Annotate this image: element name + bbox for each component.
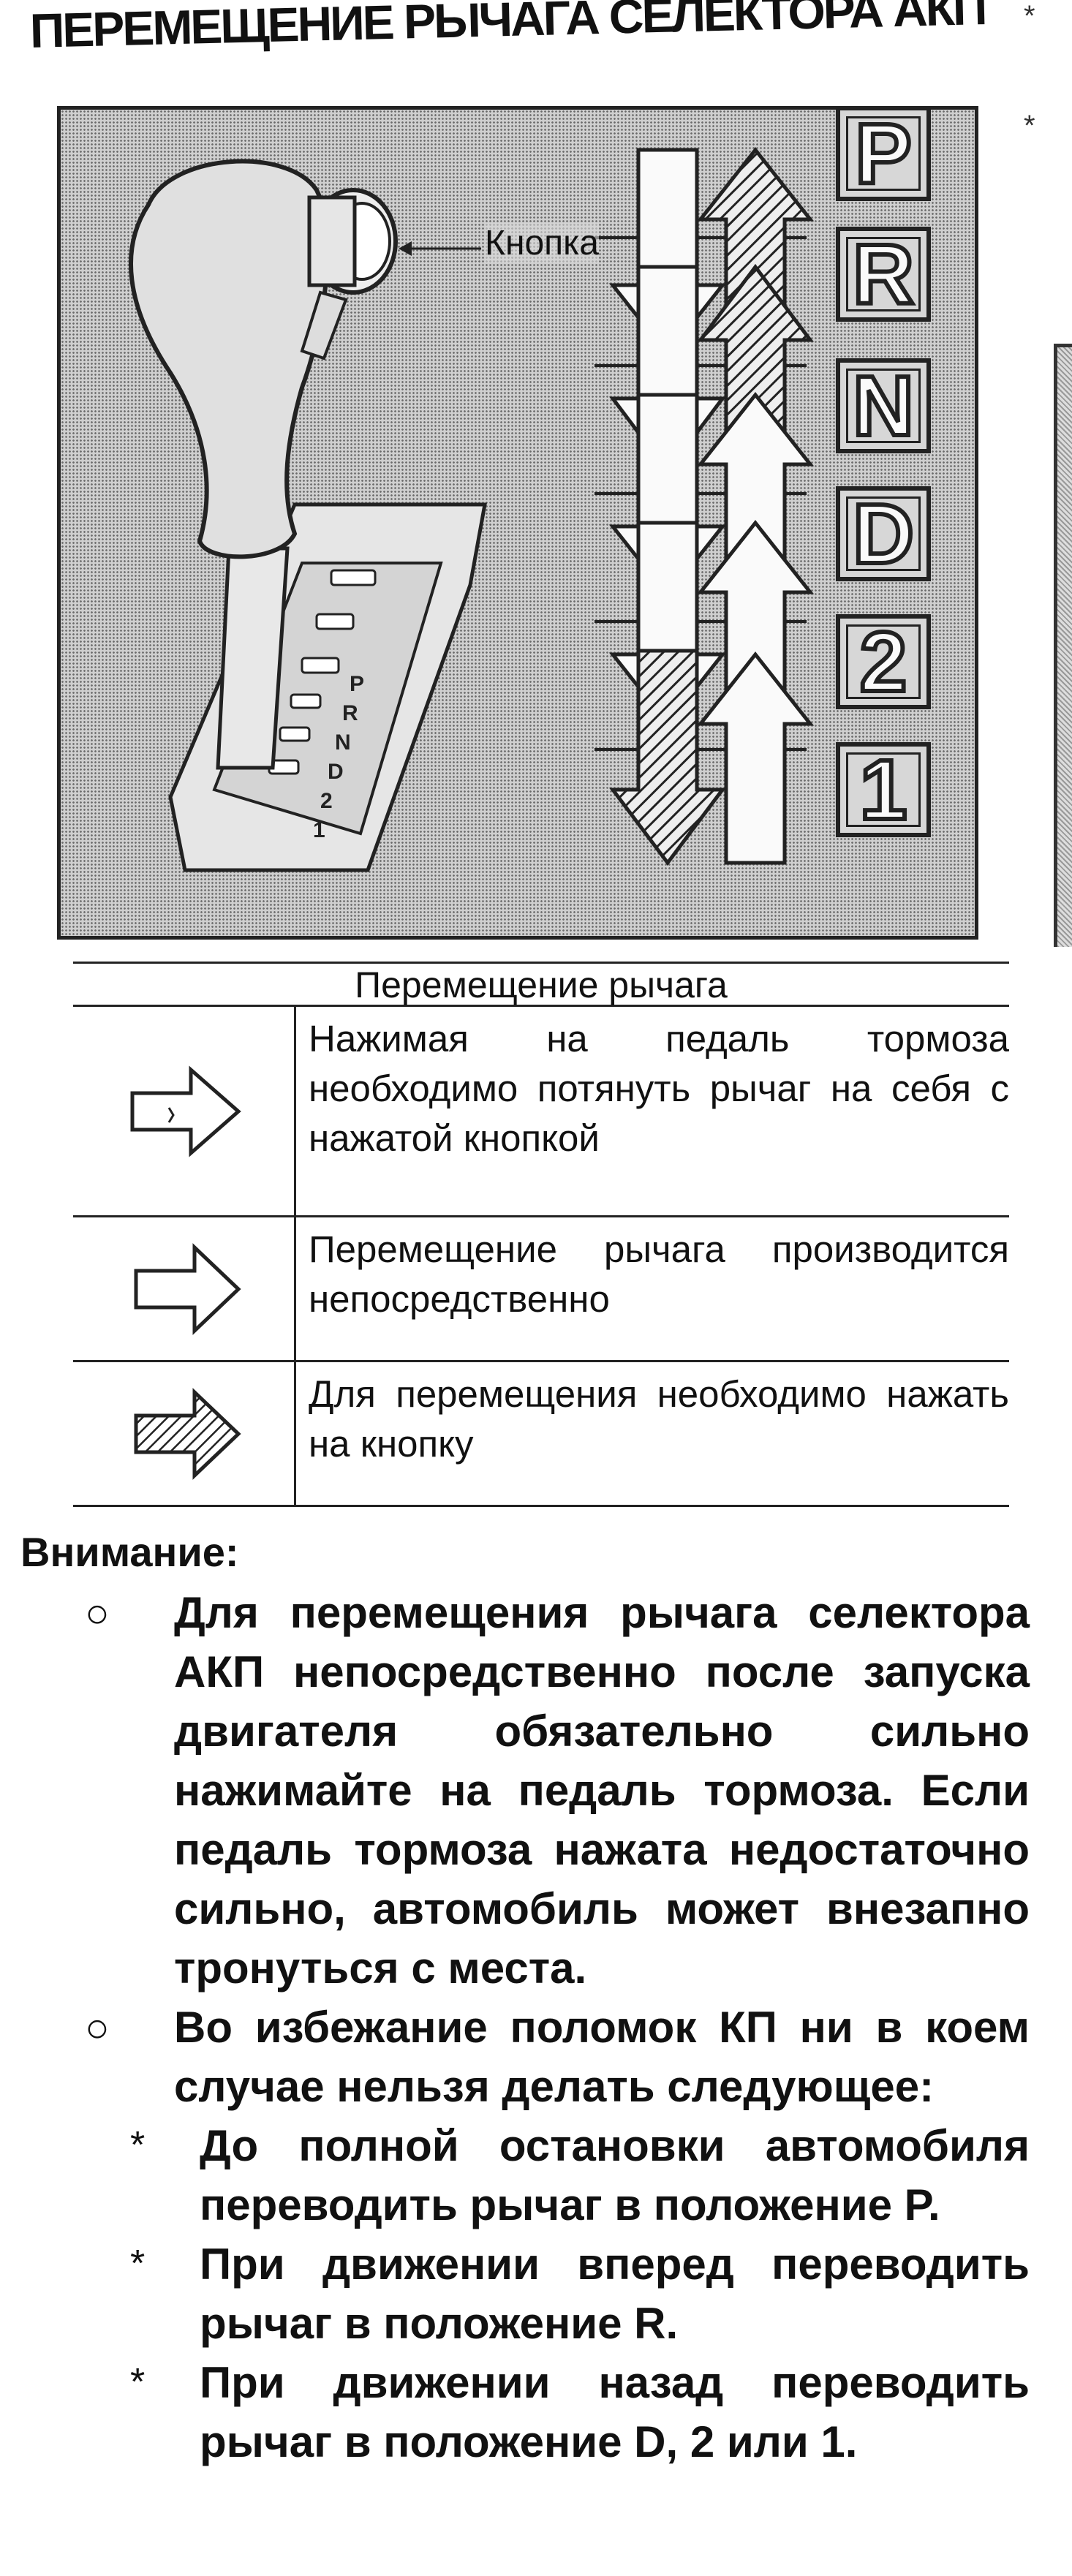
margin-star-icon: * xyxy=(1024,0,1035,32)
margin-star-icon: * xyxy=(1024,110,1035,142)
page-title: ПЕРЕМЕЩЕНИЕ РЫЧАГА СЕЛЕКТОРА АКП xyxy=(29,0,986,58)
legend-text: Перемещение рычага производится непосред… xyxy=(309,1228,1009,1320)
outline-arrow-with-marks-icon xyxy=(73,1007,296,1215)
plate-mark: 1 xyxy=(313,818,325,842)
adjacent-page-edge xyxy=(1054,344,1072,947)
circle-bullet-icon: ○ xyxy=(85,1590,110,1636)
warning-title: Внимание: xyxy=(20,1529,239,1575)
plate-mark: D xyxy=(328,760,344,784)
legend-row: Перемещение рычага производится непосред… xyxy=(73,1217,1009,1362)
button-callout-label: Кнопка xyxy=(485,223,599,263)
gear-position-p: P xyxy=(836,110,931,201)
warning-item: ○ Для перемещения рычага селектора АКП н… xyxy=(20,1583,1030,1998)
legend-text: Нажимая на педаль тормоза необходимо пот… xyxy=(309,1018,1009,1159)
warning-item: * При движении вперед переводить рычаг в… xyxy=(20,2235,1030,2353)
lever-drawing: P R N D 2 1 xyxy=(129,146,815,872)
gear-position-1: 1 xyxy=(836,742,931,837)
gear-position-n: N xyxy=(836,358,931,453)
gear-selector-illustration: P R N D 2 1 xyxy=(57,106,978,940)
warning-item: * При движении назад переводить рычаг в … xyxy=(20,2353,1030,2471)
warning-text: Во избежание поломок КП ни в коем случае… xyxy=(174,2003,1030,2111)
gear-position-d: D xyxy=(836,486,931,581)
plate-mark: 2 xyxy=(320,789,333,813)
plate-mark: N xyxy=(335,730,351,755)
warning-text: До полной остановки автомобиля переводит… xyxy=(200,2121,1030,2229)
warning-item: ○ Во избежание поломок КП ни в коем случ… xyxy=(20,1998,1030,2116)
gear-position-r: R xyxy=(836,227,931,322)
warning-text: При движении назад переводить рычаг в по… xyxy=(200,2358,1030,2466)
legend-row: Для перемещения необходимо нажать на кно… xyxy=(73,1362,1009,1507)
circle-bullet-icon: ○ xyxy=(85,2004,110,2050)
gear-position-2: 2 xyxy=(836,614,931,709)
asterisk-bullet-icon: * xyxy=(130,2124,146,2167)
plate-mark: R xyxy=(342,701,358,725)
asterisk-bullet-icon: * xyxy=(130,2243,146,2285)
legend-text: Для перемещения необходимо нажать на кно… xyxy=(309,1373,1009,1465)
warning-text: Для перемещения рычага селектора АКП неп… xyxy=(174,1588,1030,1993)
warning-item: * До полной остановки автомобиля перевод… xyxy=(20,2116,1030,2235)
asterisk-bullet-icon: * xyxy=(130,2361,146,2403)
hatched-arrow-icon xyxy=(73,1362,296,1505)
legend-row: Нажимая на педаль тормоза необходимо пот… xyxy=(73,1007,1009,1217)
warning-text: При движении вперед переводить рычаг в п… xyxy=(200,2240,1030,2348)
legend-header: Перемещение рычага xyxy=(73,962,1009,1007)
warning-section: Внимание: ○ Для перемещения рычага селек… xyxy=(20,1528,1030,2471)
plate-mark: P xyxy=(350,672,364,696)
outline-arrow-icon xyxy=(73,1217,296,1360)
